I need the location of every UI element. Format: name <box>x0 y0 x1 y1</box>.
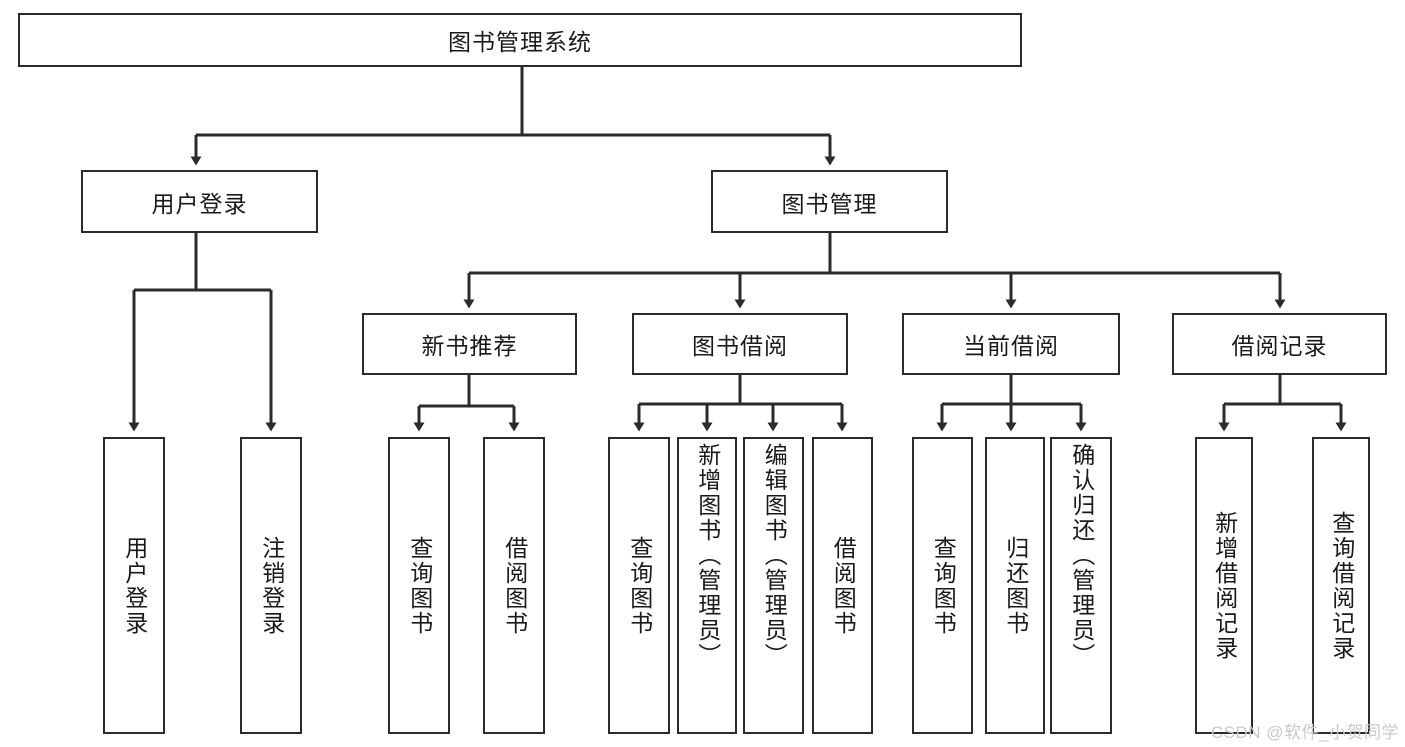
node-leaf-edit-book-admin[interactable]: 编辑图书（管理员） <box>743 437 804 734</box>
node-label: 借阅图书 <box>501 535 528 636</box>
node-label: 借阅图书 <box>830 535 857 636</box>
node-leaf-query-book-2[interactable]: 查询图书 <box>608 437 670 734</box>
node-leaf-confirm-return-admin[interactable]: 确认归还（管理员） <box>1050 437 1112 734</box>
node-leaf-borrow-book-1[interactable]: 借阅图书 <box>483 437 545 734</box>
node-label: 当前借阅 <box>963 333 1059 359</box>
node-user-login[interactable]: 用户登录 <box>81 170 318 233</box>
node-leaf-return-book[interactable]: 归还图书 <box>985 437 1045 734</box>
node-leaf-logout[interactable]: 注销登录 <box>240 437 302 734</box>
node-label: 新书推荐 <box>421 333 518 359</box>
node-leaf-query-book-3[interactable]: 查询图书 <box>912 437 973 734</box>
node-label: 查询图书 <box>930 535 957 636</box>
node-label: 新增借阅记录 <box>1211 510 1238 661</box>
node-leaf-borrow-book-2[interactable]: 借阅图书 <box>812 437 873 734</box>
node-leaf-add-book-admin[interactable]: 新增图书（管理员） <box>677 437 737 734</box>
node-label: 查询借阅记录 <box>1328 510 1355 661</box>
node-leaf-query-borrow-record[interactable]: 查询借阅记录 <box>1312 437 1370 734</box>
node-label: 新增图书（管理员） <box>694 443 721 668</box>
node-label: 归还图书 <box>1002 535 1029 636</box>
node-book-management[interactable]: 图书管理 <box>711 170 948 233</box>
node-borrow-record[interactable]: 借阅记录 <box>1172 313 1387 375</box>
node-label: 借阅记录 <box>1231 333 1328 359</box>
csdn-watermark: CSDN @软件_小贺同学 <box>1210 723 1399 742</box>
node-new-book-recommend[interactable]: 新书推荐 <box>362 313 577 375</box>
node-label: 图书管理系统 <box>448 29 592 55</box>
node-label: 查询图书 <box>406 535 433 636</box>
node-current-borrow[interactable]: 当前借阅 <box>902 313 1120 375</box>
node-leaf-user-login[interactable]: 用户登录 <box>103 437 165 734</box>
node-label: 注销登录 <box>258 535 285 636</box>
node-label: 图书借阅 <box>692 333 788 359</box>
node-label: 查询图书 <box>626 535 653 636</box>
node-leaf-add-borrow-record[interactable]: 新增借阅记录 <box>1195 437 1253 734</box>
node-label: 用户登录 <box>121 535 148 636</box>
node-book-borrow[interactable]: 图书借阅 <box>632 313 848 375</box>
node-label: 用户登录 <box>151 190 248 217</box>
node-leaf-query-book-1[interactable]: 查询图书 <box>388 437 450 734</box>
node-label: 确认归还（管理员） <box>1068 443 1095 668</box>
node-root-system[interactable]: 图书管理系统 <box>18 13 1022 67</box>
node-label: 图书管理 <box>781 190 878 217</box>
node-label: 编辑图书（管理员） <box>761 443 788 668</box>
